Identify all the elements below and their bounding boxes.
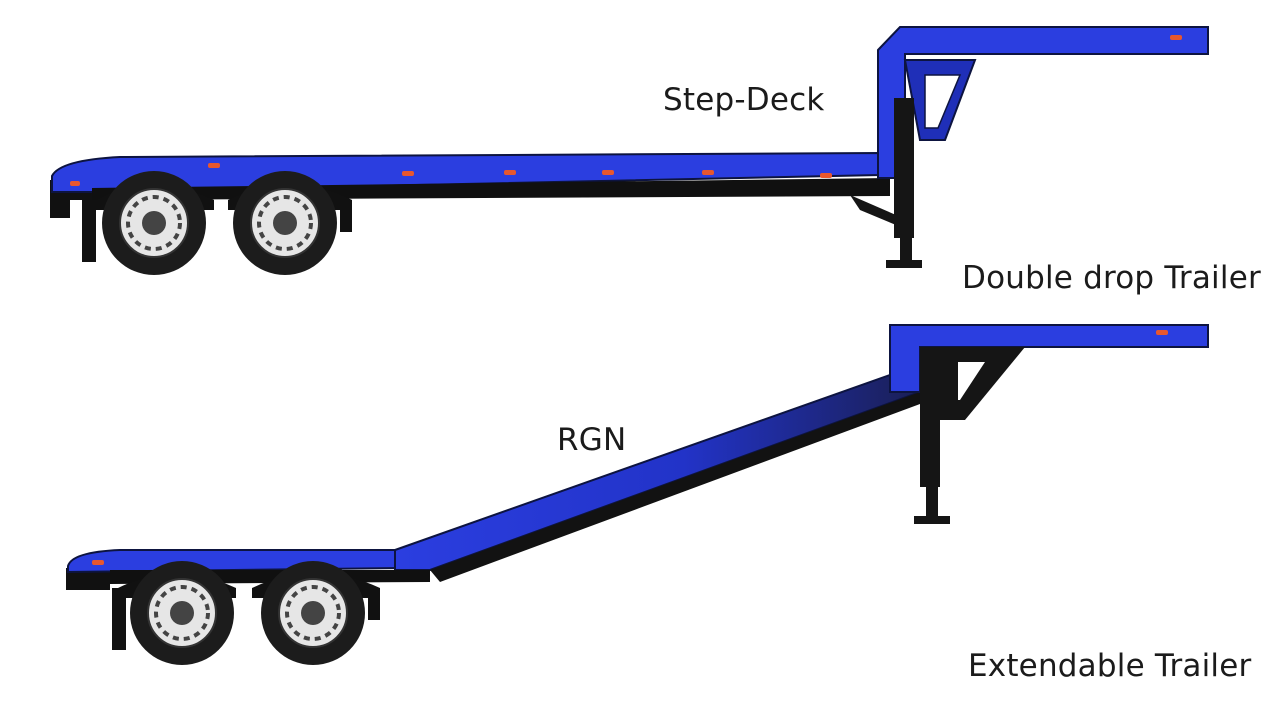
- neck-brace: [940, 347, 1025, 420]
- trailer-wheel-icon: [233, 171, 337, 275]
- label-rgn: RGN: [557, 422, 627, 458]
- ramp-beam: [394, 374, 921, 571]
- mudflap: [82, 200, 96, 262]
- lower-deck: [67, 549, 406, 574]
- label-step-deck: Step-Deck: [663, 82, 825, 118]
- rgn-trailer: [66, 324, 1209, 665]
- marker-light-icon: [92, 330, 1168, 565]
- landing-gear-icon: [914, 347, 950, 524]
- step-deck-trailer: [50, 26, 1209, 275]
- gooseneck-riser: [877, 26, 1209, 179]
- marker-light-icon: [70, 35, 1182, 186]
- trailer-wheel-icon: [102, 171, 206, 275]
- trailer-wheel-icon: [130, 561, 234, 665]
- label-extendable-trailer: Extendable Trailer: [968, 648, 1252, 684]
- trailer-wheel-icon: [261, 561, 365, 665]
- ramp-underside: [430, 392, 920, 582]
- label-double-drop-trailer: Double drop Trailer: [962, 260, 1261, 296]
- rear-bumper: [66, 568, 110, 590]
- mudflap: [112, 588, 126, 650]
- landing-gear-icon: [850, 98, 922, 268]
